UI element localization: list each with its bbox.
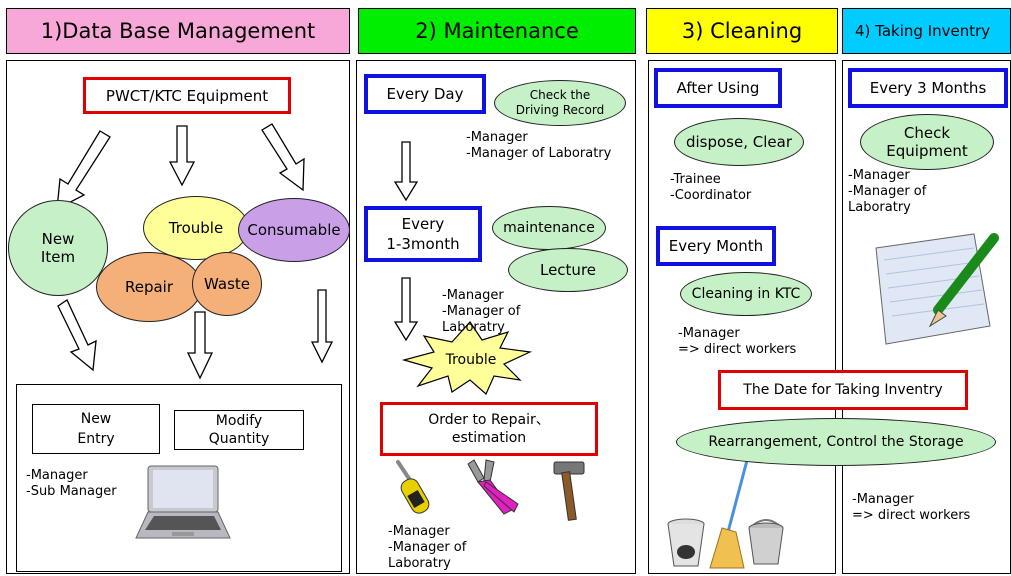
arrow-every-day-down	[393, 141, 419, 202]
every-month-box: Every Month	[656, 226, 776, 266]
col2-roles-order: -Manager -Manager of Laboratry	[388, 524, 467, 571]
dispose-clear-oval: dispose, Clear	[674, 118, 804, 166]
col4-roles-every-3-months: -Manager -Manager of Laboratry	[848, 168, 927, 215]
arrow-every-1-3-down	[393, 277, 419, 342]
header-data-base-management: 1)Data Base Management	[6, 8, 350, 54]
date-for-taking-inventry-box: The Date for Taking Inventry	[718, 370, 968, 410]
lecture-oval: Lecture	[508, 248, 628, 292]
col2-roles-every-day: -Manager -Manager of Laboratry	[466, 130, 612, 161]
notepad-pencil-icon	[875, 233, 999, 345]
maintenance-oval: maintenance	[492, 206, 606, 250]
header-maintenance: 2) Maintenance	[358, 8, 636, 54]
repair-oval: Repair	[96, 252, 202, 322]
every-day-box: Every Day	[364, 74, 486, 114]
col4-roles-date: -Manager => direct workers	[852, 492, 971, 523]
trouble-label: Trouble	[445, 352, 497, 368]
pliers-icon	[467, 459, 519, 515]
arrow-consumable-down	[310, 289, 334, 364]
every-3-months-box: Every 3 Months	[848, 68, 1008, 108]
bucket-icon	[748, 519, 784, 565]
consumable-oval: Consumable	[238, 198, 350, 262]
header-cleaning: 3) Cleaning	[646, 8, 838, 54]
header-taking-inventry: 4) Taking Inventry	[842, 8, 1011, 54]
col3-roles-every-month: -Manager => direct workers	[678, 326, 797, 357]
trash-bin-icon	[667, 518, 705, 567]
trouble-starburst	[401, 321, 533, 395]
after-using-box: After Using	[654, 68, 782, 108]
laptop-icon	[135, 465, 231, 539]
arrow-to-trouble	[168, 125, 196, 187]
arrow-to-new-item	[56, 130, 111, 211]
cleaning-in-ktc-oval: Cleaning in KTC	[680, 272, 812, 316]
arrow-to-consumable	[261, 123, 305, 192]
rearrangement-control-storage-oval: Rearrangement, Control the Storage	[676, 418, 996, 466]
trouble-oval: Trouble	[143, 196, 249, 260]
waste-oval: Waste	[192, 252, 262, 316]
check-equipment-oval: Check Equipment	[860, 114, 994, 170]
check-driving-record-oval: Check the Driving Record	[494, 80, 626, 126]
arrow-new-item-down	[57, 299, 97, 372]
arrow-repair-down	[186, 311, 214, 380]
new-entry-box: New Entry	[32, 404, 160, 454]
pwct-ktc-equipment-box: PWCT/KTC Equipment	[83, 77, 291, 114]
every-1-3month-box: Every 1-3month	[364, 206, 482, 262]
col3-roles-after-using: -Trainee -Coordinator	[670, 172, 752, 203]
screwdriver-icon	[396, 460, 430, 514]
col1-roles: -Manager -Sub Manager	[26, 468, 117, 499]
col2-roles-every-1-3: -Manager -Manager of Laboratry	[442, 288, 521, 335]
hammer-icon	[553, 461, 585, 521]
modify-quantity-box: Modify Quantity	[174, 410, 304, 450]
new-item-oval: New Item	[8, 200, 108, 296]
order-to-repair-box: Order to Repair、 estimation	[380, 402, 598, 456]
